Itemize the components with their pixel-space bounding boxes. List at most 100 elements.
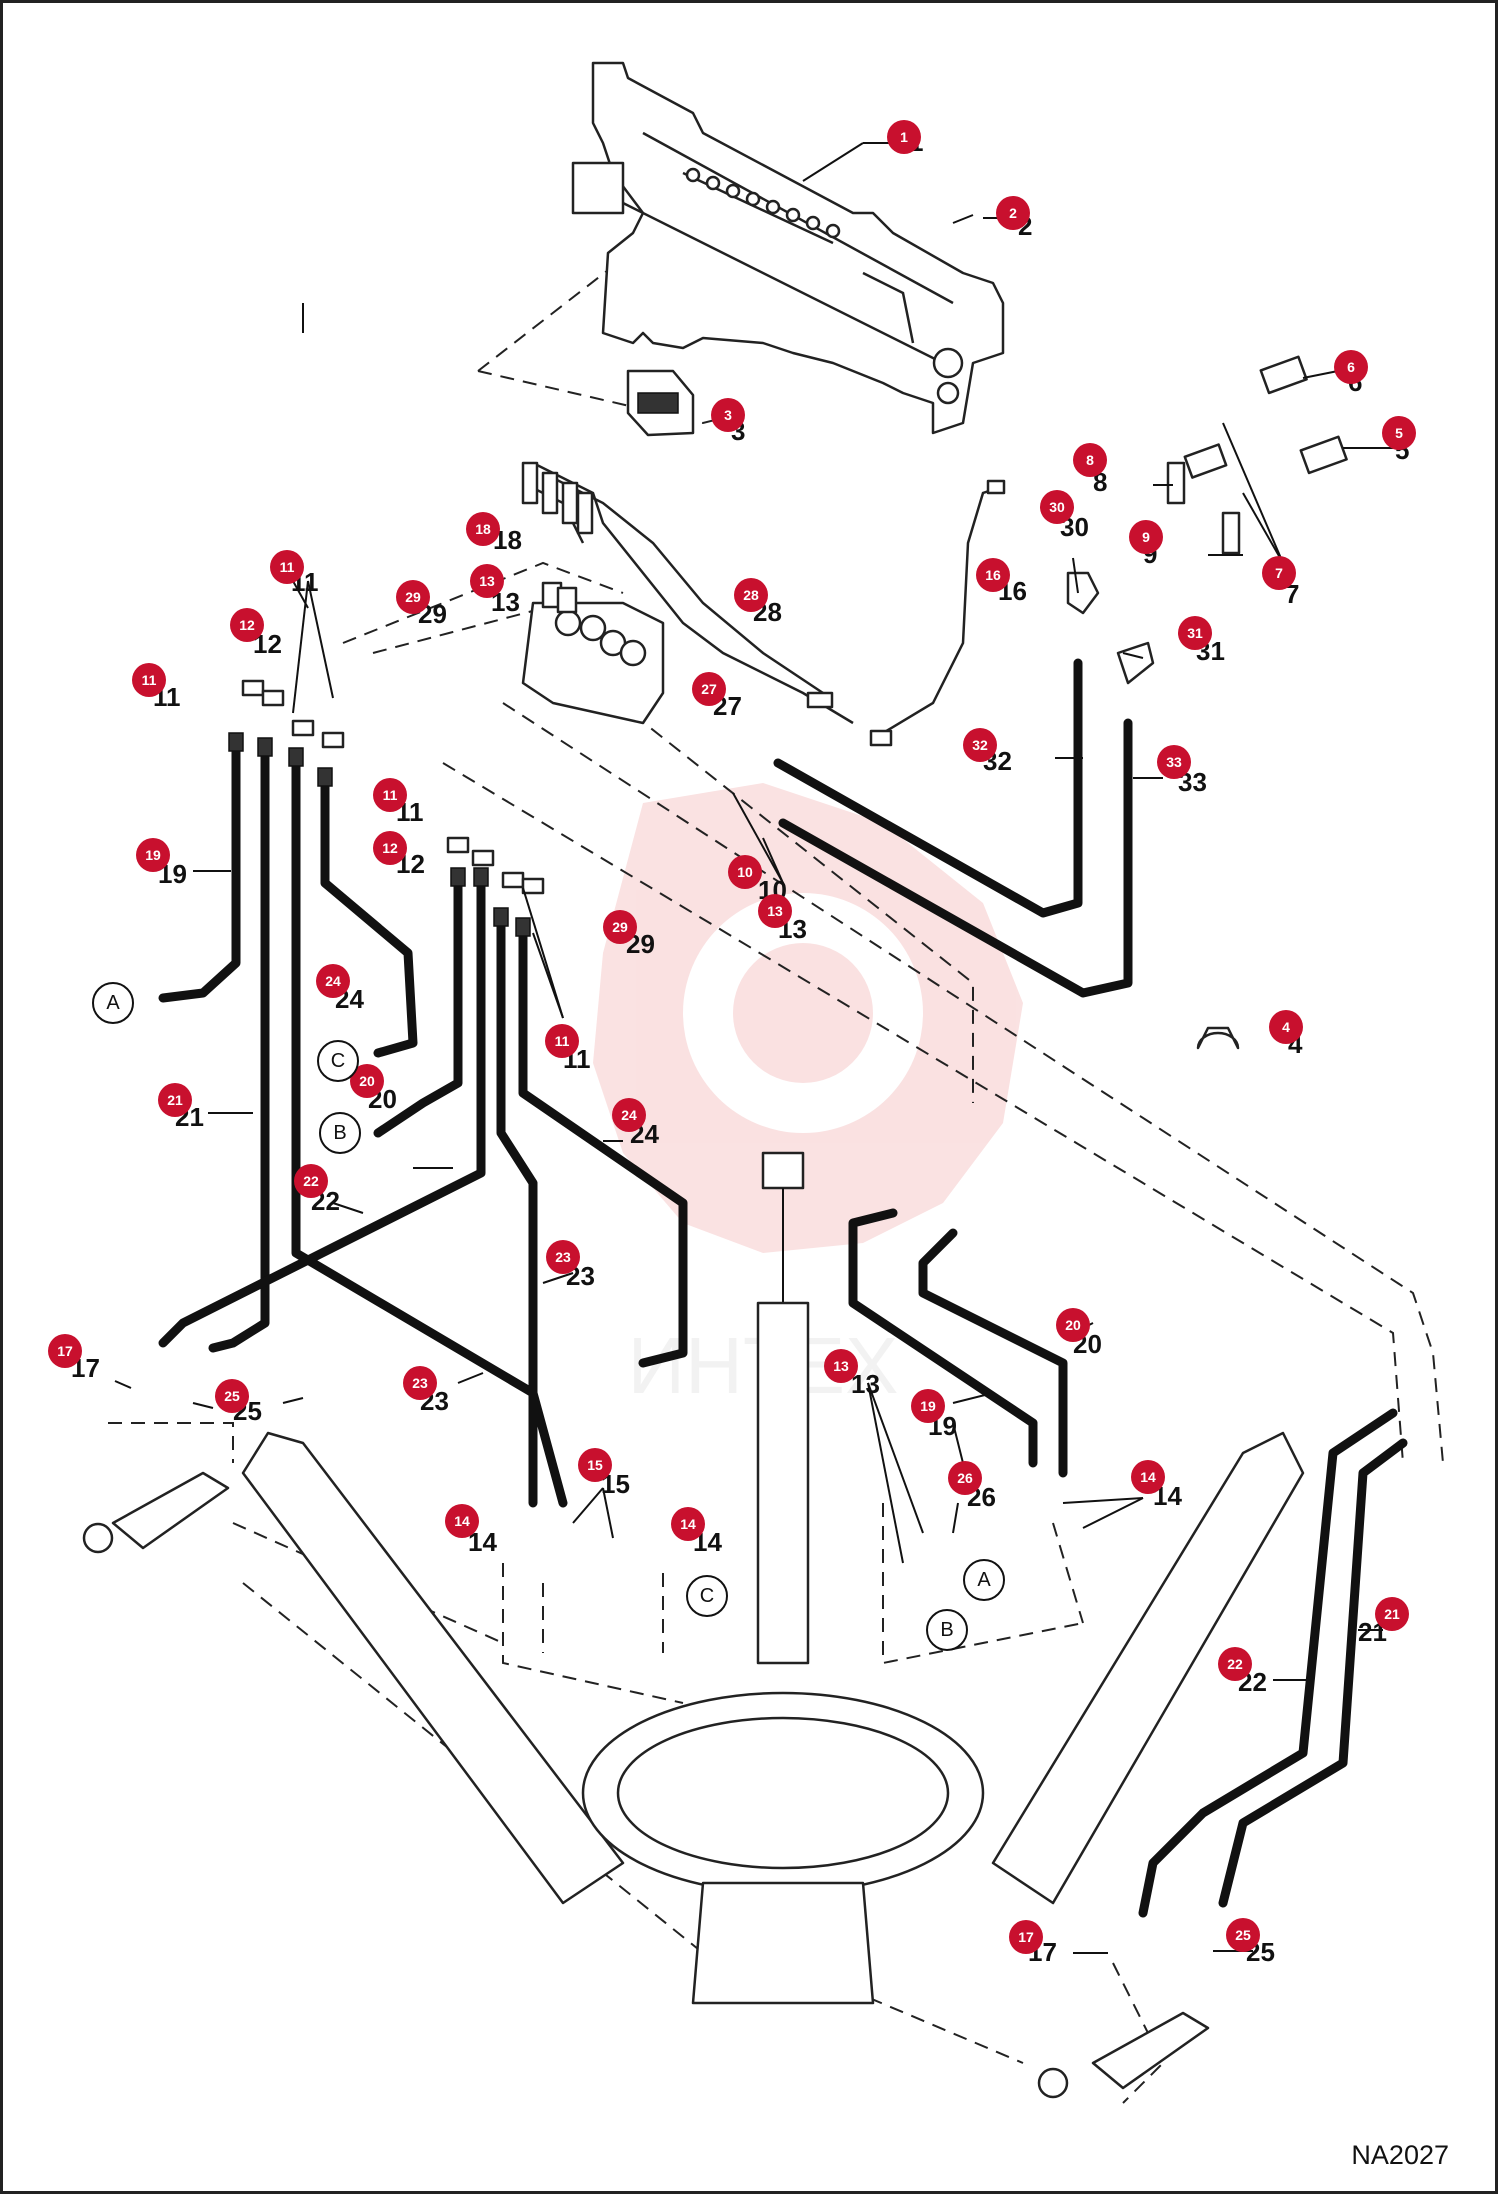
svg-text:32: 32: [972, 737, 988, 753]
svg-text:21: 21: [167, 1092, 183, 1108]
callout-badge-26: 26: [948, 1461, 982, 1495]
callout-badge-23a: 23: [546, 1240, 580, 1274]
svg-text:5: 5: [1395, 425, 1403, 441]
callout-badge-14b: 14: [671, 1507, 705, 1541]
callout-badge-29a: 29: [396, 580, 430, 614]
svg-text:11: 11: [555, 1033, 570, 1049]
svg-text:27: 27: [701, 681, 717, 697]
svg-text:C: C: [331, 1050, 345, 1072]
callout-badge-19b: 19: [911, 1389, 945, 1423]
callout-badge-11a: 11: [270, 550, 304, 584]
svg-text:A: A: [106, 992, 120, 1014]
svg-text:19: 19: [920, 1398, 936, 1414]
svg-text:22: 22: [1227, 1656, 1243, 1672]
svg-text:21: 21: [1384, 1606, 1400, 1622]
callout-badge-22a: 22: [294, 1164, 328, 1198]
callout-badge-11c: 11: [373, 778, 407, 812]
svg-text:17: 17: [1018, 1929, 1034, 1945]
callout-badge-28: 28: [734, 578, 768, 612]
leader-lines: [114, 142, 1393, 1954]
svg-text:13: 13: [767, 903, 783, 919]
callout-badge-24a: 24: [316, 964, 350, 998]
svg-text:24: 24: [325, 973, 341, 989]
control-valve-block: [521, 581, 665, 725]
callout-badge-13b: 13: [758, 894, 792, 928]
svg-text:26: 26: [957, 1470, 973, 1486]
connector-c-right: C: [686, 1575, 728, 1617]
callout-badge-10: 10: [728, 855, 762, 889]
svg-text:8: 8: [1086, 452, 1094, 468]
svg-text:B: B: [333, 1122, 346, 1144]
svg-text:11: 11: [142, 672, 157, 688]
svg-text:18: 18: [475, 521, 491, 537]
callout-badge-12a: 12: [230, 608, 264, 642]
hose-connectors: A B C A B C: [92, 982, 1005, 1651]
svg-text:25: 25: [224, 1388, 240, 1404]
svg-text:11: 11: [280, 559, 295, 575]
svg-text:C: C: [700, 1585, 714, 1607]
fittings: [228, 355, 1348, 1050]
svg-text:12: 12: [382, 840, 398, 856]
svg-text:25: 25: [1235, 1927, 1251, 1943]
retaining-clip: [1196, 1026, 1240, 1050]
wire-harness: [521, 461, 1006, 747]
callout-badge-2: 2: [996, 196, 1030, 230]
callout-badge-32: 32: [963, 728, 997, 762]
callout-badge-29b: 29: [603, 910, 637, 944]
callout-badge-16: 16: [976, 558, 1010, 592]
callout-badge-9: 9: [1129, 520, 1163, 554]
svg-text:A: A: [977, 1569, 991, 1591]
connector-b-right: B: [926, 1609, 968, 1651]
callout-badge-7: 7: [1262, 556, 1296, 590]
svg-text:20: 20: [359, 1073, 375, 1089]
callout-badge-25b: 25: [1226, 1918, 1260, 1952]
svg-text:14: 14: [1140, 1469, 1156, 1485]
svg-text:23: 23: [555, 1249, 571, 1265]
svg-text:7: 7: [1275, 565, 1283, 581]
bolt-row: [685, 167, 841, 239]
callout-badge-20b: 20: [1056, 1308, 1090, 1342]
svg-text:1: 1: [900, 129, 908, 145]
callout-badge-27: 27: [692, 672, 726, 706]
callout-badge-11d: 11: [545, 1024, 579, 1058]
callout-badge-3: 3: [711, 398, 745, 432]
svg-text:20: 20: [1065, 1317, 1081, 1333]
svg-text:28: 28: [743, 587, 759, 603]
svg-text:15: 15: [587, 1457, 603, 1473]
callout-badge-20a: 20: [350, 1064, 384, 1098]
svg-text:12: 12: [239, 617, 255, 633]
svg-text:29: 29: [405, 589, 421, 605]
callout-badge-17a: 17: [48, 1334, 82, 1368]
hydraulic-parts-diagram: ИНТЕХ: [48, 61, 1444, 2104]
svg-text:3: 3: [724, 407, 732, 423]
callout-badges: 1 2 3 4 5 6 7 8 9 10 11 11 11 11 12 12 1…: [48, 120, 1416, 1954]
svg-text:11: 11: [383, 787, 398, 803]
callout-badge-30: 30: [1040, 490, 1074, 524]
svg-text:30: 30: [1049, 499, 1065, 515]
callout-badge-13c: 13: [824, 1349, 858, 1383]
callout-badge-25a: 25: [215, 1379, 249, 1413]
callout-badge-24b: 24: [612, 1098, 646, 1132]
mounting-bracket: [571, 61, 1005, 437]
callout-badge-11b: 11: [132, 663, 166, 697]
lift-cylinders: [82, 1151, 1305, 2099]
svg-text:9: 9: [1142, 529, 1150, 545]
callout-badge-4: 4: [1269, 1010, 1303, 1044]
callout-badge-13a: 13: [470, 564, 504, 598]
connector-b-left: B: [319, 1112, 361, 1154]
callout-badge-6: 6: [1334, 350, 1368, 384]
svg-text:29: 29: [612, 919, 628, 935]
svg-text:10: 10: [737, 864, 753, 880]
svg-text:23: 23: [412, 1375, 428, 1391]
svg-text:17: 17: [57, 1343, 73, 1359]
callout-badge-15: 15: [578, 1448, 612, 1482]
callout-badge-12b: 12: [373, 831, 407, 865]
svg-text:31: 31: [1187, 625, 1203, 641]
svg-text:14: 14: [454, 1513, 470, 1529]
callout-badge-14c: 14: [1131, 1460, 1165, 1494]
connector-a-right: A: [963, 1559, 1005, 1601]
svg-text:6: 6: [1347, 359, 1355, 375]
svg-text:13: 13: [833, 1358, 849, 1374]
svg-text:B: B: [940, 1619, 953, 1641]
